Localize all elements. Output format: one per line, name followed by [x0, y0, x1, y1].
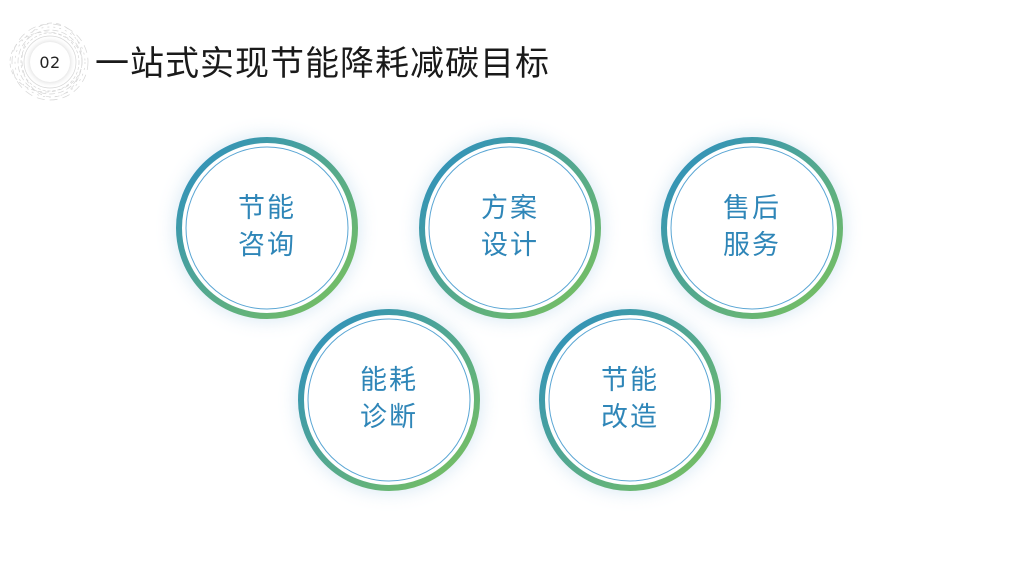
node-label-line: 节能 — [601, 365, 659, 396]
node-label: 能耗诊断 — [329, 362, 449, 436]
node-inner-circle — [548, 318, 712, 482]
node-label-line: 方案 — [481, 193, 539, 224]
node-label: 节能咨询 — [207, 190, 327, 264]
node-inner-circle — [307, 318, 471, 482]
node-label-line: 售后 — [723, 193, 781, 224]
node-label-line: 诊断 — [360, 402, 418, 433]
node-ring — [298, 309, 480, 491]
node-label: 节能改造 — [570, 362, 690, 436]
page-title: 一站式实现节能降耗减碳目标 — [95, 44, 550, 84]
section-badge-decoration: 02 — [6, 18, 94, 106]
node-label-line: 能耗 — [360, 365, 418, 396]
node-label-line: 设计 — [481, 230, 539, 261]
node-ring — [419, 137, 601, 319]
node-label-line: 节能 — [238, 193, 296, 224]
wave-lines-icon — [9, 22, 89, 101]
node-ring — [176, 137, 358, 319]
node-label: 售后服务 — [692, 190, 812, 264]
node-label-line: 服务 — [723, 230, 781, 261]
node-label-line: 咨询 — [238, 230, 296, 261]
node-inner-circle — [185, 146, 349, 310]
node-ring — [539, 309, 721, 491]
node-ring — [661, 137, 843, 319]
node-label-line: 改造 — [601, 402, 659, 433]
node-label: 方案设计 — [450, 190, 570, 264]
node-inner-circle — [670, 146, 834, 310]
section-number: 02 — [30, 42, 70, 82]
node-inner-circle — [428, 146, 592, 310]
